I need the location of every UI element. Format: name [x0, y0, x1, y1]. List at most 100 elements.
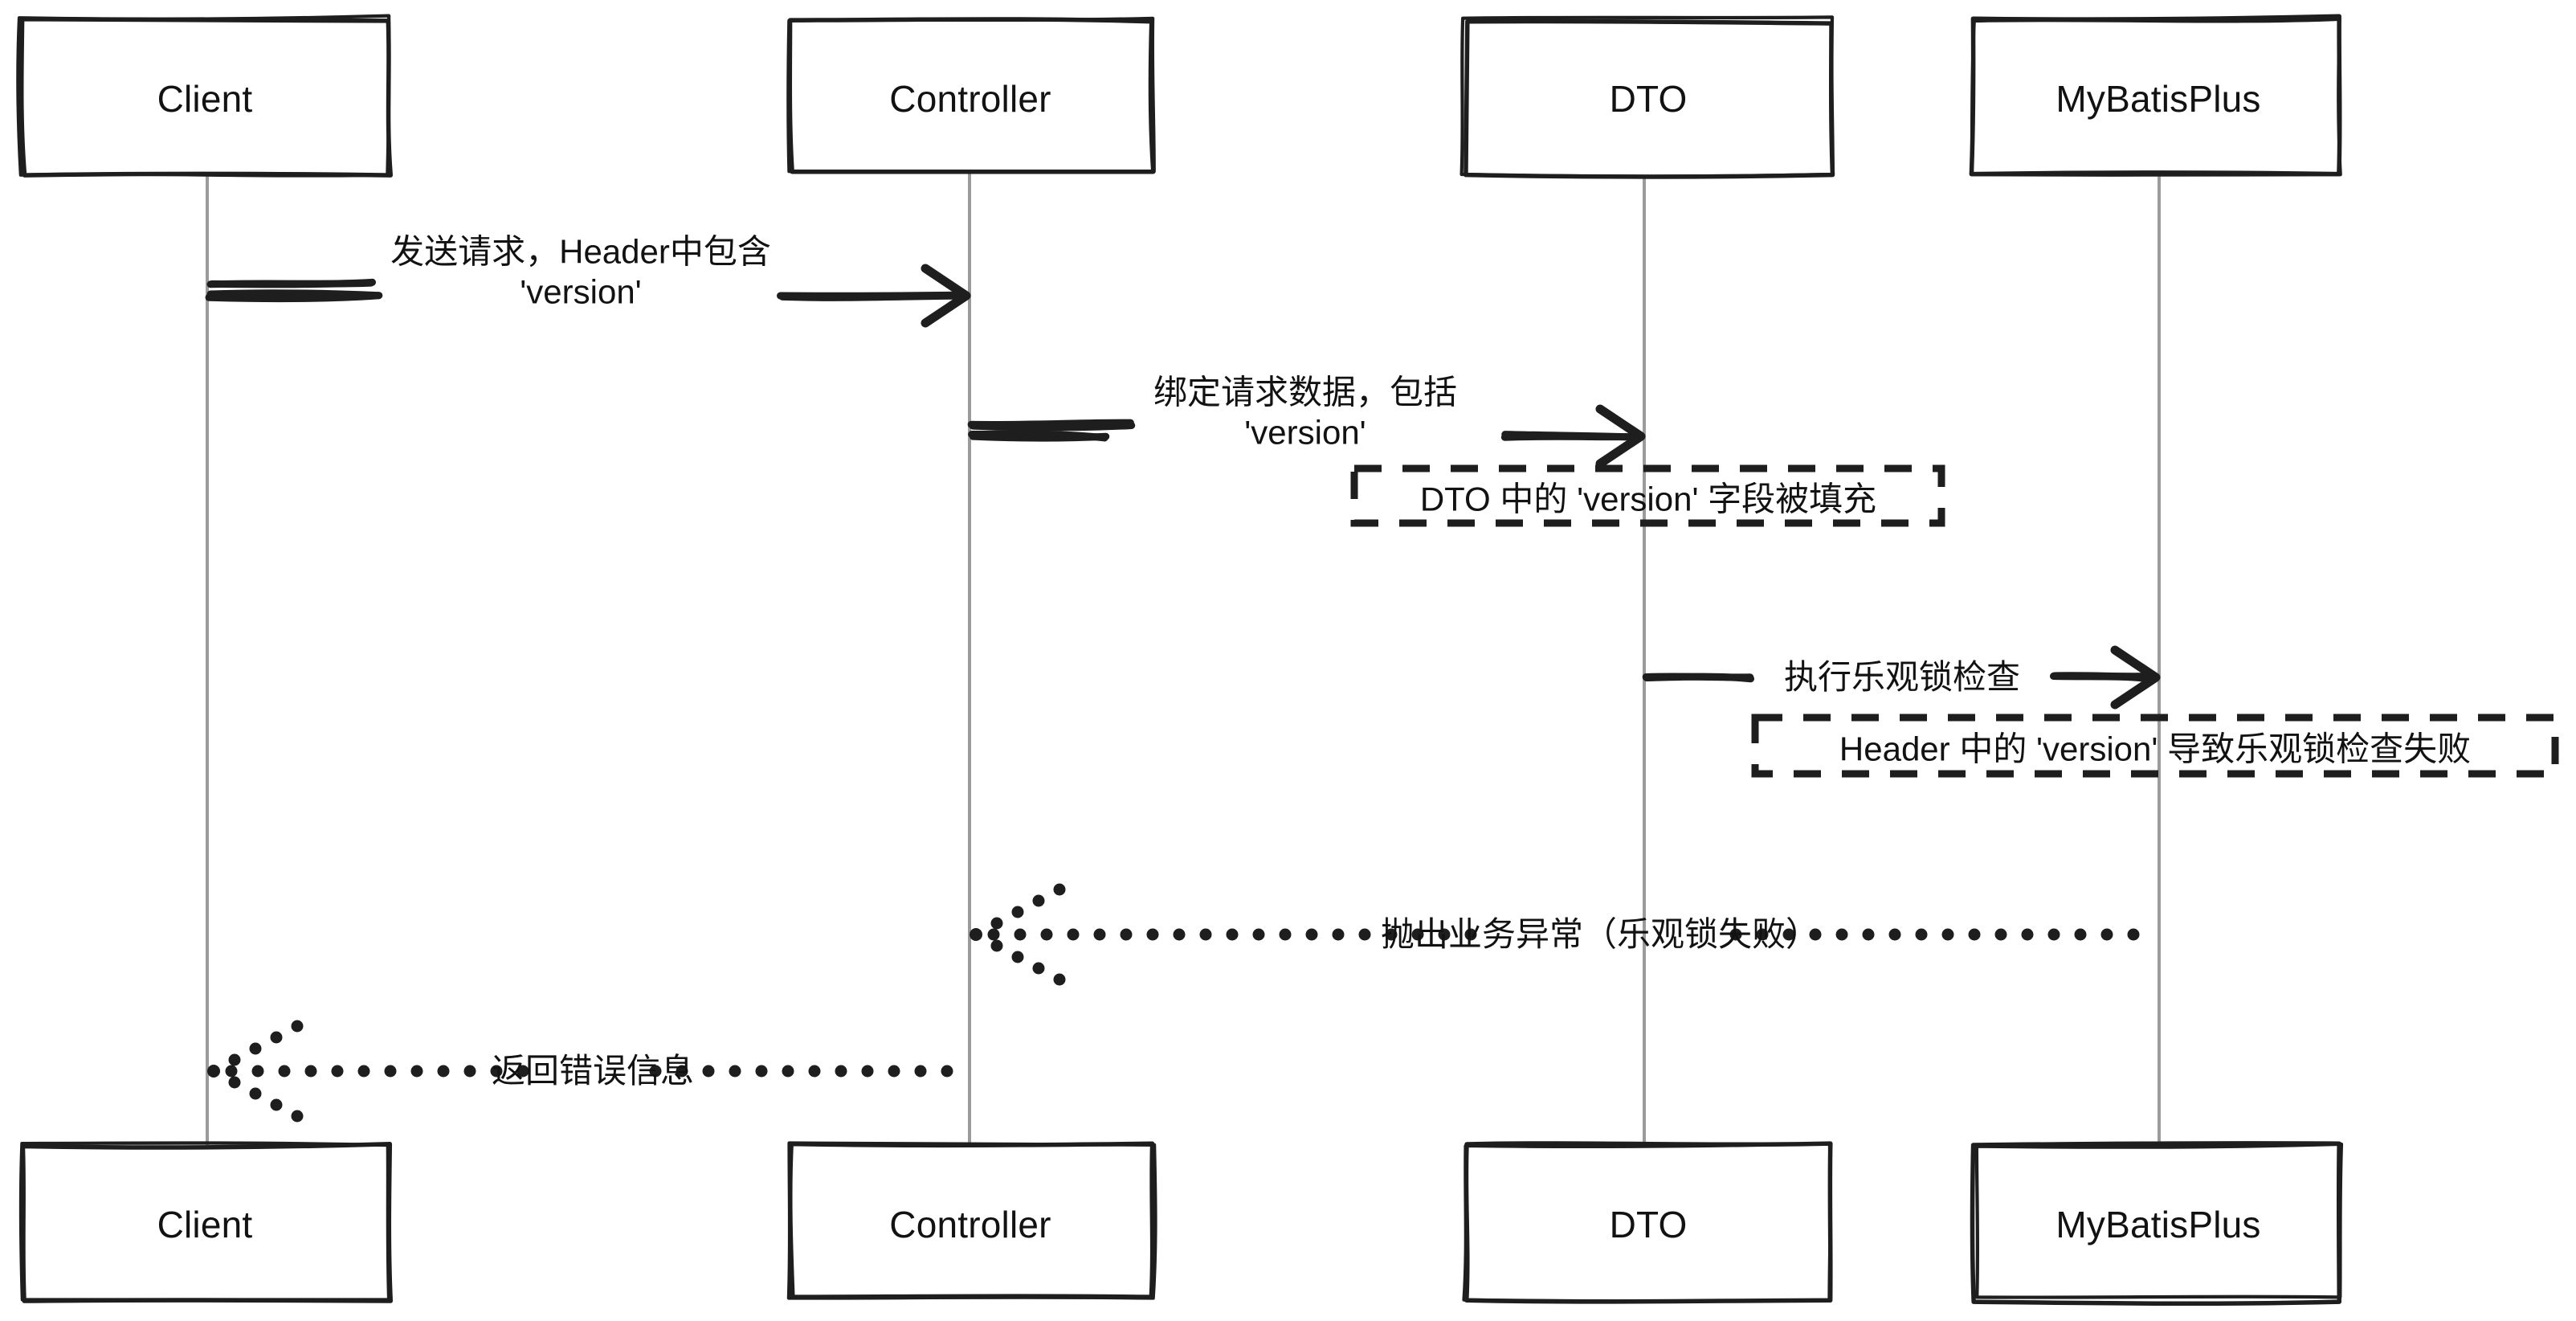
message-dot-m5	[490, 1065, 503, 1078]
message-dot-m4	[1809, 928, 1822, 941]
message-dot-m5	[225, 1065, 238, 1078]
message-dot-m4	[1835, 928, 1848, 941]
message-line-m2	[1501, 431, 1639, 441]
message-dot-m4	[1756, 928, 1769, 941]
message-dot-m5	[463, 1065, 476, 1078]
message-dot-m4	[1994, 928, 2007, 941]
message-dot-m4	[1067, 928, 1080, 941]
message-dot-m4	[1332, 928, 1345, 941]
message-dot-m5	[410, 1065, 423, 1078]
message-dot-m5	[278, 1065, 291, 1078]
message-dot-m5	[941, 1065, 953, 1078]
arrowhead-m5	[249, 1042, 262, 1055]
message-dot-m4	[1146, 928, 1159, 941]
note-label-n2: Header 中的 'version' 导致乐观锁检查失败	[1839, 730, 2472, 768]
message-dot-m4	[2074, 928, 2087, 941]
message-dot-m4	[1305, 928, 1318, 941]
arrowhead-m5	[207, 1065, 220, 1078]
message-dot-m4	[1888, 928, 1901, 941]
message-label-line: 发送请求，Header中包含	[390, 232, 771, 271]
message-dot-m5	[702, 1065, 715, 1078]
message-dot-m4	[1729, 928, 1742, 941]
message-dot-m4	[987, 928, 1000, 941]
arrowhead-m5	[270, 1031, 283, 1044]
arrowhead-m5	[291, 1020, 304, 1033]
message-dot-m5	[835, 1065, 847, 1078]
message-dot-m4	[1968, 928, 1981, 941]
arrowhead-m4	[1032, 894, 1045, 907]
message-dot-m4	[2127, 928, 2140, 941]
message-dot-m5	[516, 1065, 529, 1078]
message-line-m1	[206, 289, 383, 300]
message-label-line: 返回错误信息	[491, 1052, 695, 1090]
message-dot-m4	[1385, 928, 1398, 941]
activation-bar-controller	[967, 419, 1134, 428]
message-label-m2: 绑定请求数据，包括'version'	[1153, 372, 1457, 452]
participant-box-top-dto	[1459, 15, 1835, 178]
participant-box-bottom-client	[18, 1141, 391, 1302]
arrowhead-m3	[2110, 645, 2161, 710]
message-label-m5: 返回错误信息	[492, 1051, 694, 1091]
message-dot-m4	[1014, 928, 1027, 941]
message-dot-m5	[755, 1065, 768, 1078]
arrowhead-m1	[921, 264, 971, 328]
message-dot-m4	[2047, 928, 2060, 941]
participant-label-bottom-mybatisplus: MyBatisPlus	[2055, 1204, 2261, 1245]
arrowhead-m2	[1595, 404, 1646, 468]
message-dot-m4	[1862, 928, 1875, 941]
arrowhead-m5	[228, 1076, 241, 1089]
note-box-n2	[1751, 714, 2559, 778]
participant-box-bottom-dto	[1462, 1142, 1832, 1303]
participant-label-top-dto: DTO	[1609, 78, 1688, 120]
participant-label-top-client: Client	[157, 78, 253, 120]
note-label-n1: DTO 中的 'version' 字段被填充	[1419, 480, 1877, 518]
arrowhead-m5	[249, 1087, 262, 1100]
arrowhead-m4	[990, 939, 1003, 952]
arrowhead-m4	[1053, 973, 1066, 986]
message-line-m1	[777, 291, 962, 300]
message-dot-m5	[888, 1065, 900, 1078]
message-label-line: 抛出业务异常（乐观锁失败）	[1380, 915, 1820, 954]
message-dot-m4	[1358, 928, 1371, 941]
participant-box-bottom-mybatisplus	[1970, 1141, 2342, 1307]
message-label-line: 执行乐观锁检查	[1783, 658, 2021, 697]
message-dot-m5	[914, 1065, 927, 1078]
message-dot-m4	[2100, 928, 2113, 941]
message-dot-m5	[251, 1065, 264, 1078]
participant-box-bottom-client	[20, 1142, 394, 1303]
participant-label-bottom-controller: Controller	[889, 1204, 1051, 1245]
arrowhead-m5	[270, 1098, 283, 1111]
arrowhead-m5	[228, 1053, 241, 1066]
message-dot-m4	[1411, 928, 1424, 941]
message-dot-m4	[1915, 928, 1928, 941]
message-label-m4: 抛出业务异常（乐观锁失败）	[1381, 914, 1819, 955]
message-dot-m5	[729, 1065, 741, 1078]
message-dot-m4	[1226, 928, 1239, 941]
arrowhead-m4	[1032, 962, 1045, 975]
message-dot-m5	[437, 1065, 450, 1078]
participant-label-bottom-dto: DTO	[1609, 1204, 1688, 1245]
participant-label-bottom-client: Client	[157, 1204, 253, 1245]
arrowhead-m4	[1011, 906, 1024, 918]
message-dot-m5	[304, 1065, 317, 1078]
message-label-m1: 发送请求，Header中包含'version'	[390, 231, 771, 311]
message-dot-m5	[782, 1065, 794, 1078]
message-dot-m4	[1252, 928, 1265, 941]
participant-label-top-controller: Controller	[889, 78, 1051, 120]
arrowhead-m4	[1053, 883, 1066, 896]
message-dot-m4	[1464, 928, 1477, 941]
message-line-m3	[2049, 673, 2153, 683]
arrowhead-m5	[291, 1110, 304, 1123]
activation-bar-client	[208, 278, 377, 288]
message-dot-m4	[2021, 928, 2034, 941]
message-dot-m5	[676, 1065, 688, 1078]
message-dot-m5	[861, 1065, 874, 1078]
message-dot-m4	[1279, 928, 1292, 941]
participant-box-top-mybatisplus	[1970, 17, 2342, 177]
message-dot-m5	[384, 1065, 397, 1078]
message-line-m2	[969, 432, 1110, 442]
message-label-line: 绑定请求数据，包括	[1153, 373, 1458, 411]
arrowhead-m4	[970, 928, 982, 941]
